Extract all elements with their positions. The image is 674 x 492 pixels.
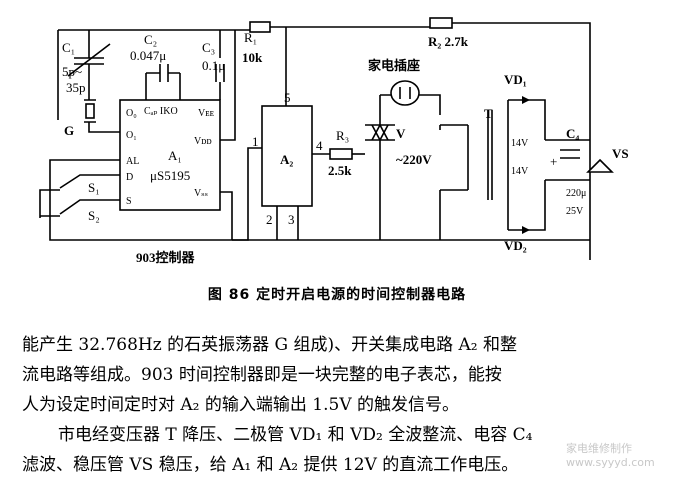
c1-range2-label: 35p xyxy=(66,80,86,95)
vd2-label: VD₂ xyxy=(504,238,527,253)
pin-d-label: D xyxy=(126,172,133,183)
pin-vee-label: Vᴇᴇ xyxy=(198,108,214,119)
pin1-label: 1 xyxy=(252,134,259,149)
g-label: G xyxy=(64,123,74,138)
text-line-1: 能产生 32.768Hz 的石英振荡器 G 组成)、开关集成电路 A₂ 和整 xyxy=(22,335,517,355)
c3-label: C₃ xyxy=(202,40,215,55)
r1-value: 10k xyxy=(242,50,263,65)
watermark-text: 家电维修制作 xyxy=(566,442,632,455)
winding1-label: 14V xyxy=(511,138,529,149)
c2-value: 0.047μ xyxy=(130,48,166,63)
watermark-url: www.syyyd.com xyxy=(566,456,655,469)
pin3-label: 3 xyxy=(288,212,295,227)
controller-label: 903控制器 xyxy=(136,250,196,265)
transformer-label: T xyxy=(484,106,493,121)
chip-label: μS5195 xyxy=(150,168,190,183)
pin-cap-label: Cₐₚ IKO xyxy=(144,106,178,117)
pin-o1-label: O₁ xyxy=(126,130,137,141)
vd1-label: VD₁ xyxy=(504,72,527,87)
circuit-diagram: C₁ 5p~ 35p C₂ 0.047μ C₃ 0.1μ R₁ 10k R₂ 2… xyxy=(39,17,629,265)
pin-s-label: S xyxy=(126,196,132,207)
body-text: 能产生 32.768Hz 的石英振荡器 G 组成)、开关集成电路 A₂ 和整 流… xyxy=(22,330,662,480)
a2-label: A₂ xyxy=(280,152,293,167)
ac-voltage-label: ~220V xyxy=(396,152,432,167)
c2-label: C₂ xyxy=(144,32,157,47)
pin-o0-label: O₀ xyxy=(126,108,137,119)
text-line-4: 市电经变压器 T 降压、二极管 VD₁ 和 VD₂ 全波整流、电容 C₄ xyxy=(58,425,533,445)
r2-label: R₂ 2.7k xyxy=(428,34,469,49)
r3-label: R₃ xyxy=(336,128,349,143)
c4-plus: + xyxy=(550,154,557,169)
triac-label: V xyxy=(396,126,406,141)
s2-label: S₂ xyxy=(88,208,100,223)
c1-label: C₁ xyxy=(62,40,75,55)
s1-label: S₁ xyxy=(88,180,100,195)
c4-label: C₄ xyxy=(566,126,579,141)
pin2-label: 2 xyxy=(266,212,273,227)
c1-range-label: 5p~ xyxy=(62,64,82,79)
pin-vdd-label: Vᴅᴅ xyxy=(194,136,212,147)
pin-al-label: AL xyxy=(126,156,139,167)
socket-label: 家电插座 xyxy=(368,58,420,73)
vs-label: VS xyxy=(612,146,629,161)
text-line-3: 人为设定时间定时对 A₂ 的输入端输出 1.5V 的触发信号。 xyxy=(22,395,460,415)
r1-label: R₁ xyxy=(244,30,257,45)
a1-label: A₁ xyxy=(168,148,182,163)
pin5-label: 5 xyxy=(284,90,291,105)
text-line-5: 滤波、稳压管 VS 稳压，给 A₁ 和 A₂ 提供 12V 的直流工作电压。 xyxy=(22,455,519,475)
winding2-label: 14V xyxy=(511,166,529,177)
pin4-label: 4 xyxy=(316,138,323,153)
text-line-2: 流电路等组成。903 时间控制器即是一块完整的电子表芯，能按 xyxy=(22,365,502,385)
c4-value2: 25V xyxy=(566,206,584,217)
r3-value: 2.5k xyxy=(328,163,352,178)
c3-value: 0.1μ xyxy=(202,58,225,73)
c4-value1: 220μ xyxy=(566,188,586,199)
pin-vss-label: Vₛₛ xyxy=(194,188,208,199)
figure-caption: 图 86 定时开启电源的时间控制器电路 xyxy=(207,287,467,303)
